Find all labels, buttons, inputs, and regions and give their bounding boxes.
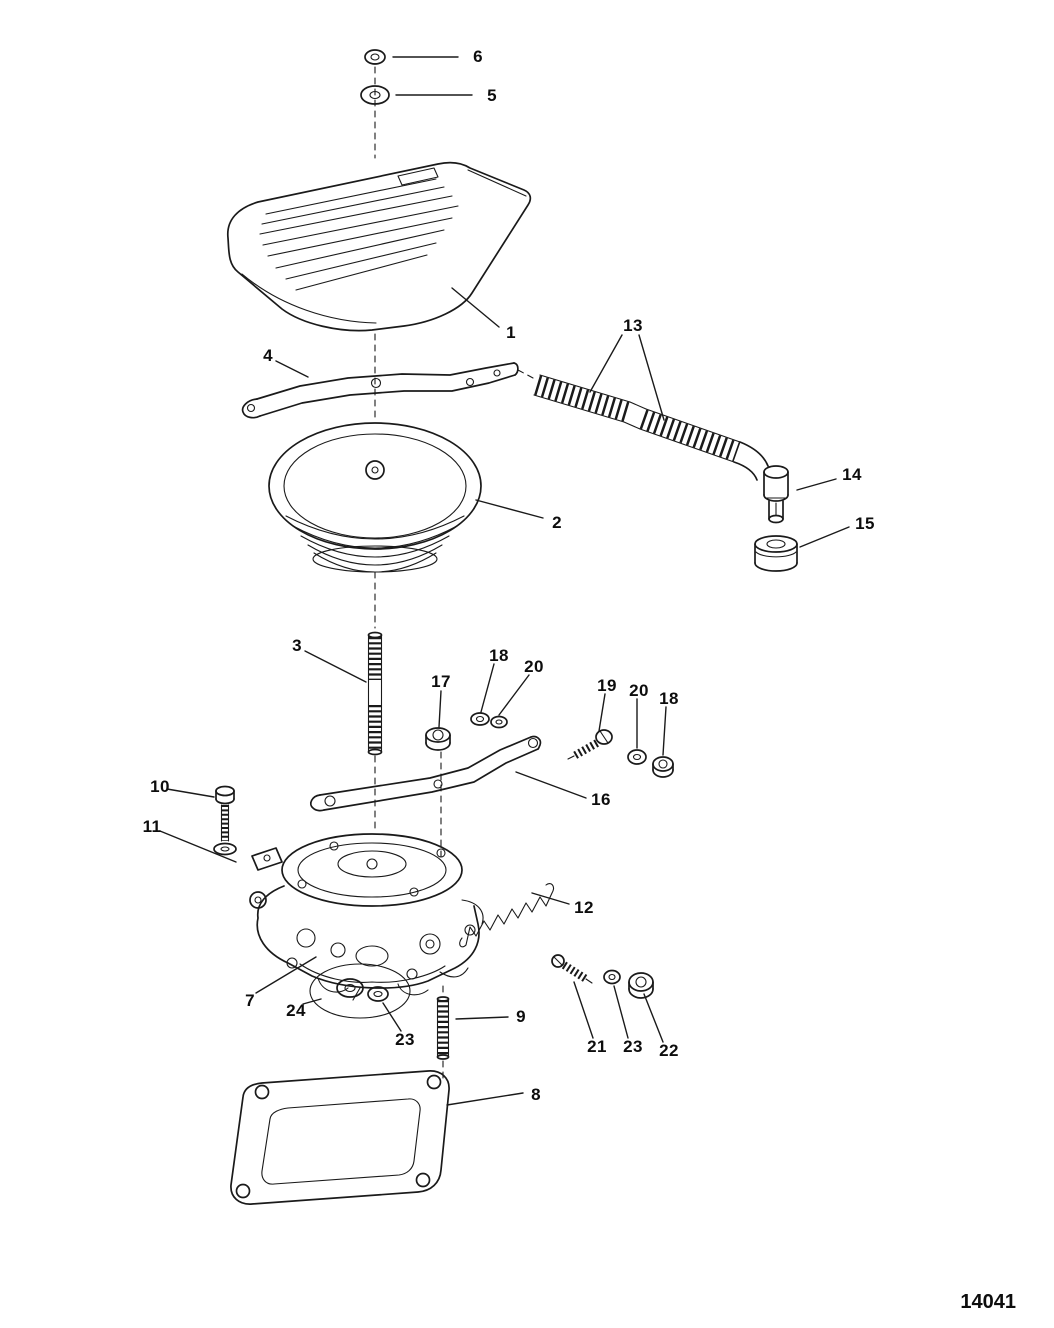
screw-part-10 — [215, 785, 235, 842]
callout-16: 16 — [591, 790, 611, 809]
washer-18-left — [470, 712, 490, 726]
return-spring — [459, 883, 554, 948]
detail-circle-24 — [309, 963, 411, 1019]
washer-part-5 — [360, 85, 390, 105]
figure-number: 14041 — [960, 1291, 1016, 1313]
callout-21: 21 — [587, 1037, 607, 1056]
washer-23-right — [603, 969, 621, 985]
nut-part-6 — [364, 49, 386, 65]
callout-4: 4 — [263, 346, 273, 365]
lever-bracket — [310, 735, 542, 812]
nut-part-17 — [425, 727, 451, 751]
grommet — [754, 535, 798, 572]
flame-arrestor-element — [268, 422, 482, 573]
corrugated-hose — [533, 374, 769, 481]
carburetor-body — [249, 833, 484, 1001]
callout-20-right: 20 — [629, 681, 649, 700]
screw-part-19 — [567, 729, 613, 760]
callout-6: 6 — [473, 47, 483, 66]
callout-14: 14 — [842, 465, 862, 484]
lockwasher-20-left — [490, 715, 508, 729]
nut-18-right — [652, 756, 674, 778]
washer-part-11 — [213, 842, 237, 856]
callout-13: 13 — [623, 316, 643, 335]
callout-3: 3 — [292, 636, 302, 655]
callout-12: 12 — [574, 898, 594, 917]
callout-23-left: 23 — [395, 1030, 415, 1049]
assembly-centerlines — [374, 66, 536, 1079]
mounting-gasket — [230, 1070, 450, 1205]
callout-17: 17 — [431, 672, 451, 691]
callout-leader-lines — [159, 56, 850, 1106]
callout-20-left: 20 — [524, 657, 544, 676]
callout-7: 7 — [245, 991, 255, 1010]
callout-1: 1 — [506, 323, 516, 342]
screw-part-21 — [551, 954, 593, 984]
callout-18-left: 18 — [489, 646, 509, 665]
callout-22: 22 — [659, 1041, 679, 1060]
support-bracket — [241, 362, 519, 419]
elbow-fitting — [763, 465, 789, 524]
callout-9: 9 — [516, 1007, 526, 1026]
callout-15: 15 — [855, 514, 875, 533]
callout-2: 2 — [552, 513, 562, 532]
callout-24: 24 — [286, 1001, 306, 1020]
callout-5: 5 — [487, 86, 497, 105]
callout-23-mid: 23 — [623, 1037, 643, 1056]
callout-18-right: 18 — [659, 689, 679, 708]
nut-part-22 — [628, 972, 654, 999]
stud-part-3 — [367, 631, 383, 756]
flame-arrestor-cover — [227, 161, 532, 332]
callout-10: 10 — [150, 777, 170, 796]
callout-19: 19 — [597, 676, 617, 695]
washers-23-left — [336, 978, 389, 1002]
callout-8: 8 — [531, 1085, 541, 1104]
stud-part-9 — [436, 996, 450, 1060]
washer-20-right — [627, 749, 647, 765]
callout-11: 11 — [142, 817, 162, 836]
